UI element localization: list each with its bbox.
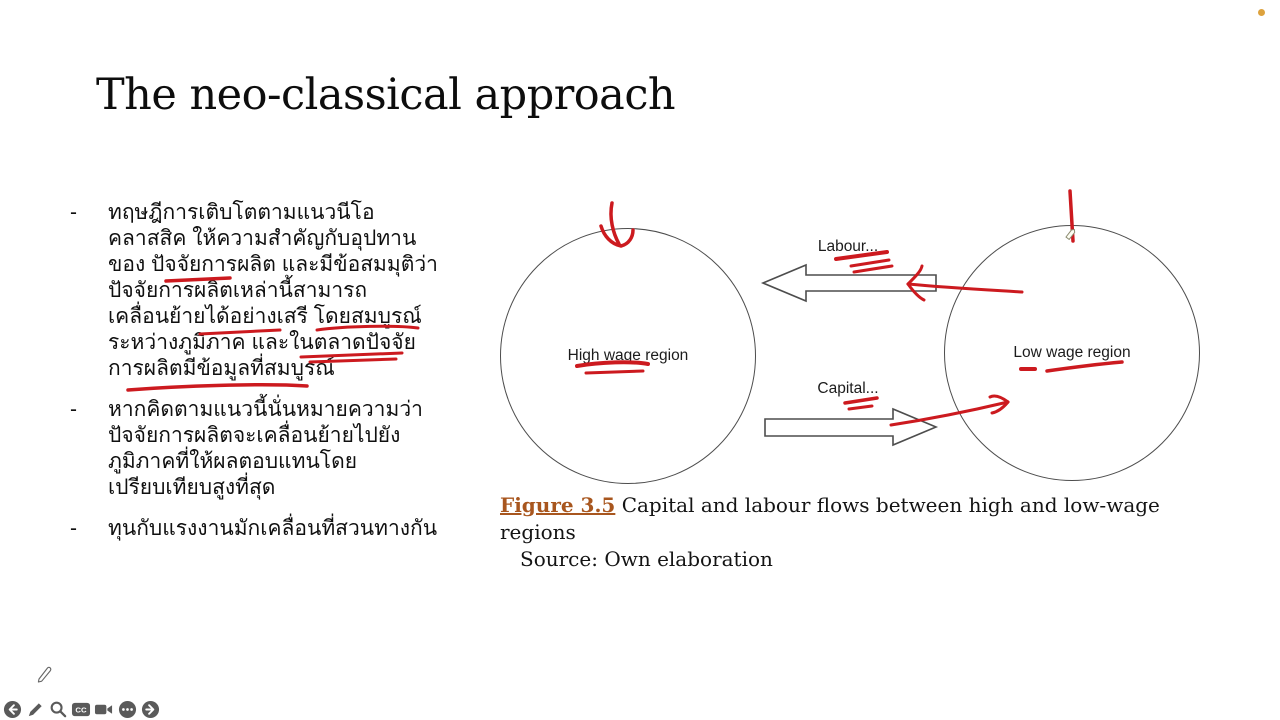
labour-arrow	[760, 263, 937, 303]
bullet-line: เปรียบเทียบสูงที่สุด	[108, 476, 276, 499]
low-wage-region-circle: Low wage region	[944, 225, 1200, 481]
bullet-item: - หากคิดตามแนวนี้นั่นหมายความว่า ปัจจัยก…	[70, 397, 470, 501]
bullet-line: คลาสสิค ให้ความสำคัญกับอุปทาน	[108, 227, 417, 250]
bullet-line: ทฤษฎีการเติบโตตามแนวนีโอ	[108, 201, 375, 224]
slide-title: The neo-classical approach	[96, 70, 676, 120]
caption-line: Figure 3.5 Capital and labour flows betw…	[500, 492, 1220, 546]
bullet-line: ระหว่างภูมิภาค และในตลาดปัจจัย	[108, 331, 416, 354]
magnifier-icon	[50, 701, 66, 717]
low-wage-region-label: Low wage region	[1013, 344, 1131, 361]
high-wage-region-label: High wage region	[567, 347, 689, 364]
cc-label: CC	[75, 705, 87, 714]
bullet-marker: -	[70, 398, 77, 421]
zoom-button[interactable]	[48, 699, 68, 719]
previous-button[interactable]	[2, 699, 22, 719]
high-wage-region-circle: High wage region	[500, 228, 756, 484]
bullet-line: การผลิตมีข้อมูลที่สมบูรณ์	[108, 357, 335, 380]
figure-ref: Figure 3.5	[500, 493, 616, 517]
more-options-button[interactable]	[117, 699, 137, 719]
bullet-line: หากคิดตามแนวนี้นั่นหมายความว่า	[108, 398, 423, 421]
pen-icon	[28, 702, 42, 716]
bullet-line: ปัจจัยการผลิตเหล่านี้สามารถ	[108, 279, 368, 302]
captions-button[interactable]: CC	[71, 699, 91, 719]
ellipsis-circle-icon	[118, 700, 136, 718]
bullet-marker: -	[70, 517, 77, 540]
camera-icon	[94, 704, 113, 714]
bullet-line: ภูมิภาคที่ให้ผลตอบแทนโดย	[108, 450, 358, 473]
pen-cursor-icon	[37, 666, 52, 683]
bullet-marker: -	[70, 201, 77, 224]
camera-button[interactable]	[94, 699, 114, 719]
bullet-list: - ทฤษฎีการเติบโตตามแนวนีโอ คลาสสิค ให้คว…	[70, 200, 470, 557]
capital-arrow	[764, 407, 939, 447]
bullet-item: - ทุนกับแรงงานมักเคลื่อนที่สวนทางกัน	[70, 516, 470, 542]
player-toolbar: CC	[2, 699, 160, 719]
closed-captions-icon: CC	[71, 702, 91, 716]
bullet-line: ของ ปัจจัยการผลิต และมีข้อสมมุติว่า	[108, 253, 438, 276]
caption-source: Source: Own elaboration	[520, 547, 773, 571]
figure-caption: Figure 3.5 Capital and labour flows betw…	[500, 492, 1220, 573]
arrow-left-circle-icon	[3, 700, 21, 718]
capital-flow-label: Capital...	[817, 380, 879, 397]
recording-indicator-dot	[1258, 9, 1265, 16]
arrow-right-circle-icon	[141, 700, 159, 718]
bullet-line: ปัจจัยการผลิตจะเคลื่อนย้ายไปยัง	[108, 424, 401, 447]
bullet-line: ทุนกับแรงงานมักเคลื่อนที่สวนทางกัน	[108, 517, 438, 540]
caption-text: Capital and labour flows between high an…	[500, 493, 1160, 544]
pen-tool-button[interactable]	[25, 699, 45, 719]
labour-flow-label: Labour...	[817, 238, 879, 255]
bullet-item: - ทฤษฎีการเติบโตตามแนวนีโอ คลาสสิค ให้คว…	[70, 200, 470, 382]
next-button[interactable]	[140, 699, 160, 719]
bullet-line: เคลื่อนย้ายได้อย่างเสรี โดยสมบูรณ์	[108, 305, 422, 328]
